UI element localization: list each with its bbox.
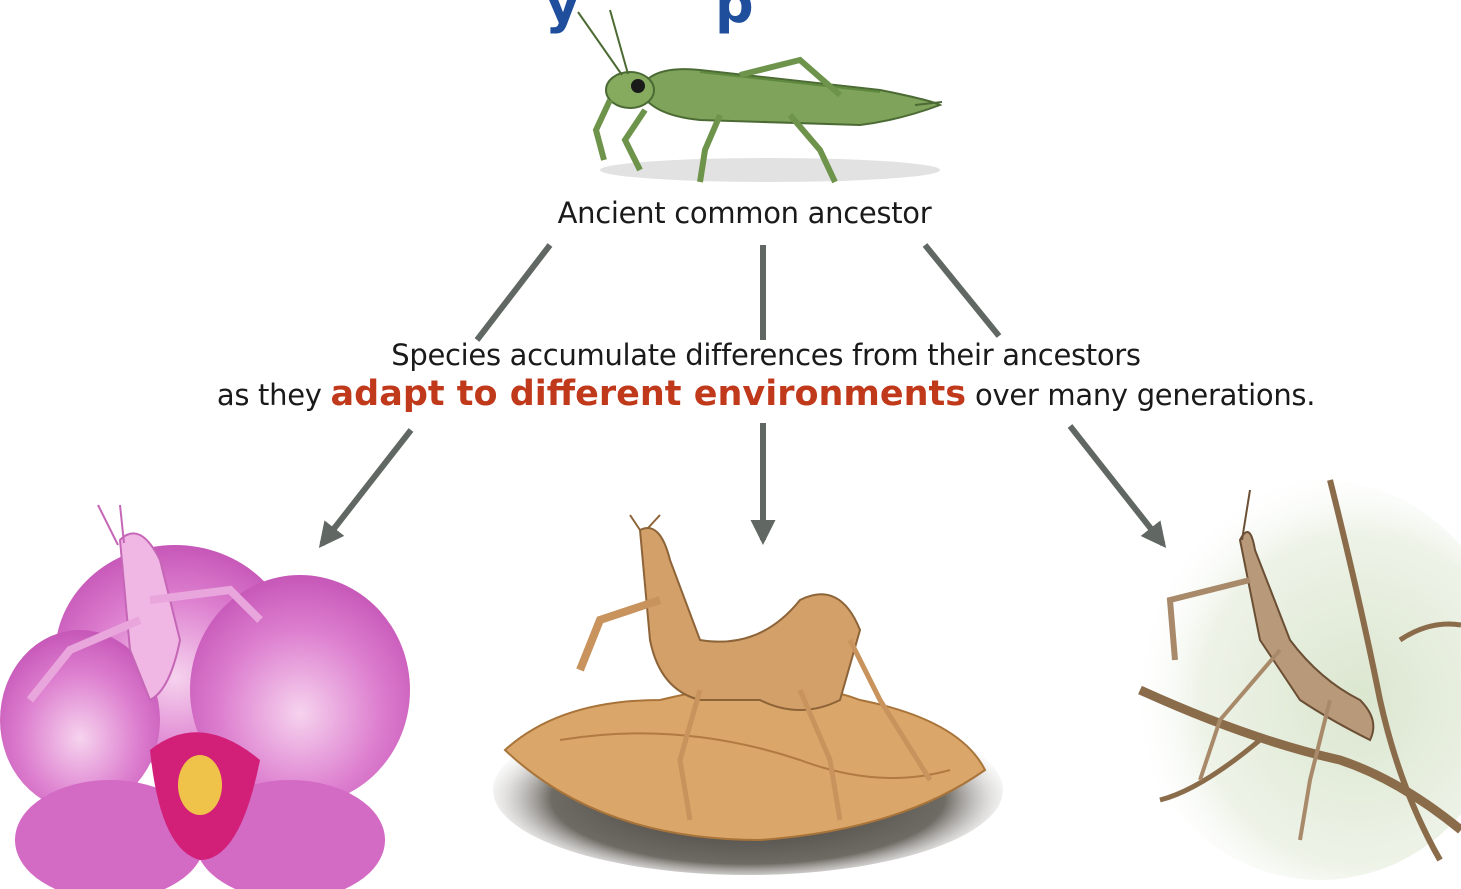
grasshopper-icon: [578, 10, 942, 182]
twig-mantis-icon: [1130, 480, 1461, 880]
dead-leaf-mantis-icon: [493, 515, 1003, 875]
ancestor-label: Ancient common ancestor: [0, 196, 1461, 230]
caption-line-1: Species accumulate differences from thei…: [0, 338, 1461, 372]
orchid-mantis-icon: [0, 505, 410, 889]
caption-line-2: as they adapt to different environments …: [0, 374, 1461, 414]
caption-line-2-start: as they: [217, 378, 331, 412]
caption-emphasis: adapt to different environments: [331, 374, 967, 414]
caption-line-2-end: over many generations.: [966, 378, 1315, 412]
